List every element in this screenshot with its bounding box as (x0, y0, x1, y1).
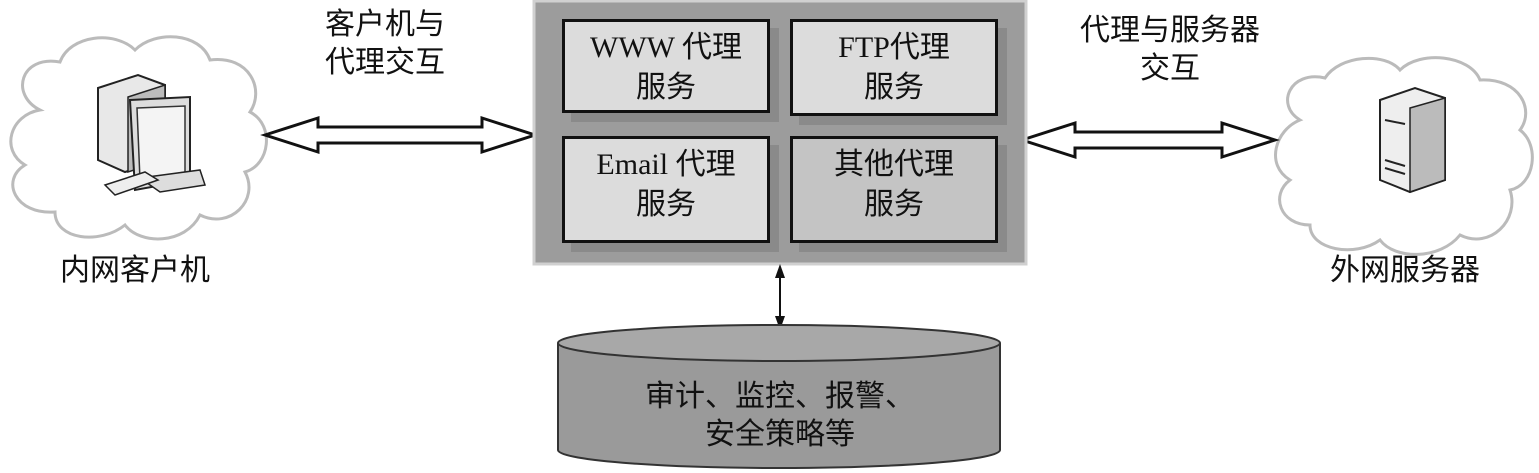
service-subtitle: 服务 (636, 188, 696, 221)
left-link-label-line1: 客户机与 (325, 8, 445, 41)
storage-label-line2: 安全策略等 (705, 418, 855, 451)
server-icon (1379, 86, 1446, 194)
desktop-computer-icon (97, 73, 206, 196)
storage-label-line1: 审计、监控、报警、 (645, 380, 915, 413)
storage-cylinder (557, 324, 1001, 469)
right-link-label: 代理与服务器交互 (1050, 12, 1290, 88)
right-double-arrow[interactable] (1017, 120, 1280, 160)
service-title: Email 代理 (596, 148, 736, 181)
left-double-arrow[interactable] (260, 115, 540, 155)
service-subtitle: 服务 (864, 188, 924, 221)
service-title: 其他代理 (834, 148, 954, 181)
service-subtitle: 服务 (636, 71, 696, 104)
proxy-service-www[interactable]: WWW 代理服务 (562, 19, 770, 113)
left-link-label-line2: 代理交互 (325, 46, 445, 79)
right-link-label-line2: 交互 (1140, 52, 1200, 85)
proxy-service-other[interactable]: 其他代理服务 (790, 136, 998, 243)
service-title: WWW 代理 (590, 31, 742, 64)
vertical-double-arrow[interactable] (775, 264, 785, 330)
proxy-service-email[interactable]: Email 代理服务 (562, 136, 770, 243)
right-link-label-line1: 代理与服务器 (1080, 14, 1260, 47)
service-subtitle: 服务 (864, 71, 924, 104)
left-node-label: 内网客户机 (60, 254, 210, 287)
left-link-label: 客户机与代理交互 (290, 6, 480, 82)
proxy-service-ftp[interactable]: FTP代理服务 (790, 19, 998, 116)
right-node-label: 外网服务器 (1330, 254, 1480, 287)
storage-label: 审计、监控、报警、安全策略等 (580, 378, 980, 454)
service-title: FTP代理 (838, 31, 950, 64)
